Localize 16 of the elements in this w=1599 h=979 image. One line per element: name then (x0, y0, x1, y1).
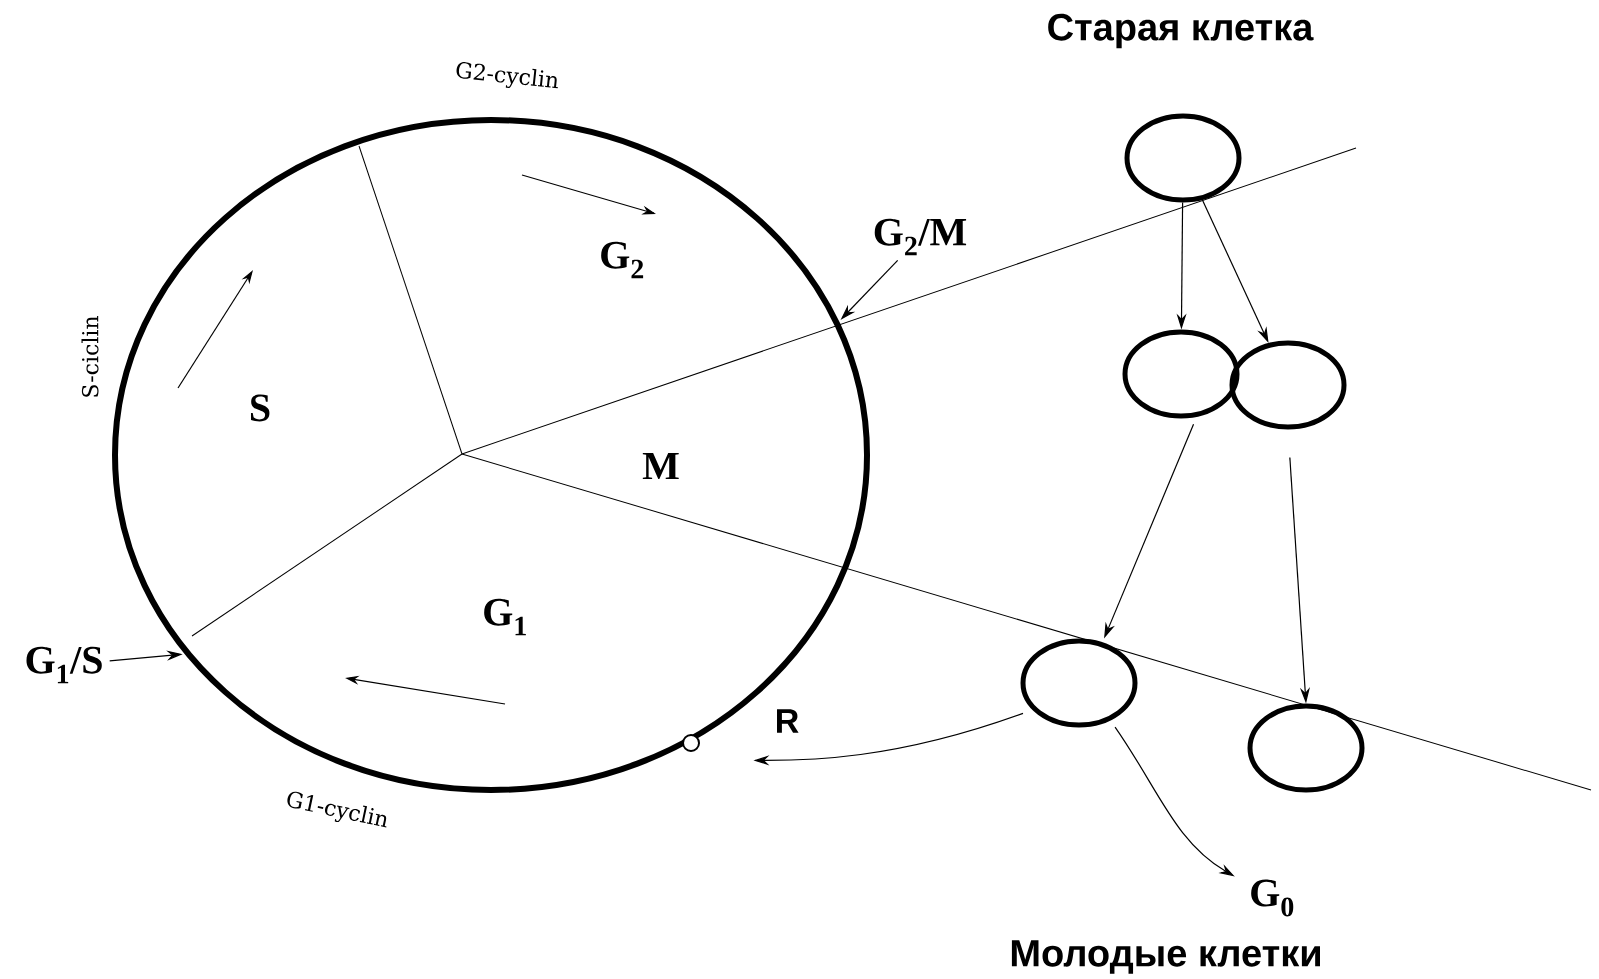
stage-label: G$_{1}$/S (26, 646, 102, 684)
cell-ellipse (1122, 329, 1240, 419)
phase-label: G$_{2}$ (601, 241, 644, 279)
point-label: R (777, 709, 799, 733)
cell-ellipse (1247, 703, 1365, 793)
group-caption: Молодые клетки (1011, 940, 1320, 974)
cyclin-label: G2-cyclin (456, 62, 558, 89)
phase-label: M (642, 452, 679, 480)
phase-label: G$_{1}$ (484, 598, 526, 636)
cell-ellipse (1020, 638, 1138, 728)
cell-ellipse (1229, 340, 1347, 430)
stage-label: G$_{0}$ (1251, 879, 1294, 917)
cycle-circle (112, 117, 870, 793)
phase-label: S (251, 394, 270, 422)
stage-label: G$_{2}$/M (874, 218, 967, 256)
cell-caption: Старая клетка (1048, 13, 1314, 49)
